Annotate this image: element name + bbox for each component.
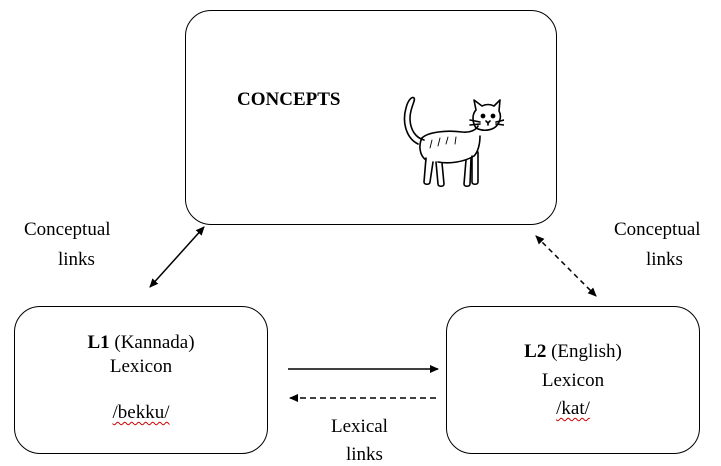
conceptual-link-l1-arrow bbox=[149, 226, 205, 288]
cat-icon bbox=[403, 96, 504, 188]
l2-language: (English) bbox=[551, 341, 622, 362]
l1-heading: L1 (Kannada) bbox=[14, 331, 268, 354]
conceptual-links-right-line2: links bbox=[646, 249, 683, 270]
l1-lexicon-label: Lexicon bbox=[109, 356, 173, 377]
l2-code: L2 bbox=[524, 341, 547, 362]
lexical-links-line2: links bbox=[346, 444, 383, 465]
conceptual-links-right-line1: Conceptual bbox=[614, 219, 701, 240]
conceptual-links-left-line1: Conceptual bbox=[24, 219, 111, 240]
l2-word-text: /kat/ bbox=[556, 398, 590, 419]
conceptual-link-l2-arrow bbox=[535, 235, 597, 297]
conceptual-links-left-line2: links bbox=[58, 249, 95, 270]
concepts-title: CONCEPTS bbox=[237, 89, 341, 110]
l1-lexicon-box bbox=[14, 306, 268, 454]
l1-word-text: /bekku/ bbox=[112, 402, 170, 423]
concepts-box bbox=[185, 10, 557, 225]
lexical-links-line1: Lexical bbox=[331, 416, 388, 437]
l2-lexicon-box bbox=[446, 306, 700, 454]
l2-lexicon-label: Lexicon bbox=[541, 370, 605, 391]
l2-word: /kat/ bbox=[446, 397, 700, 420]
l1-word: /bekku/ bbox=[14, 401, 268, 424]
l2-heading: L2 (English) bbox=[446, 340, 700, 363]
l1-code: L1 bbox=[87, 332, 110, 353]
l1-language: (Kannada) bbox=[114, 332, 195, 353]
